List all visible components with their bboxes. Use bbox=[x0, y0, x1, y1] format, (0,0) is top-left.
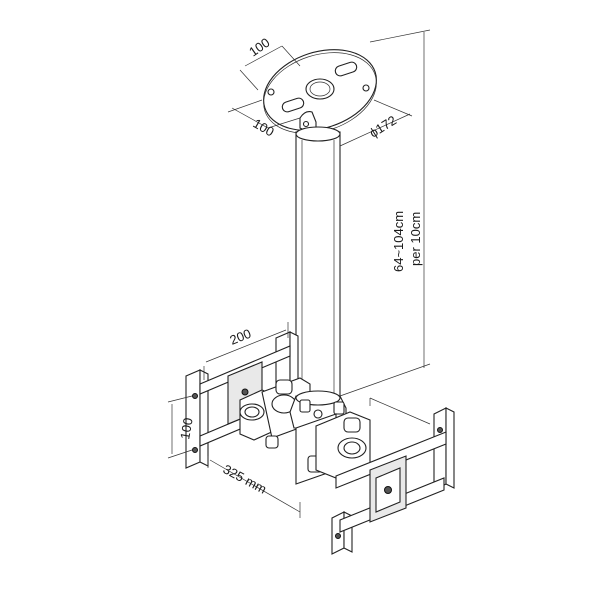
plate-slot-bottom bbox=[281, 97, 305, 113]
label-pole-length: 64~104cm bbox=[391, 211, 406, 272]
plate-screw-hole-left bbox=[267, 88, 275, 96]
dimension-lines bbox=[167, 29, 431, 518]
label-plate-diameter: ϕ172 bbox=[367, 112, 400, 140]
extension-pole bbox=[295, 126, 341, 403]
label-bracket-height: 100 bbox=[177, 417, 196, 441]
right-tilt-head bbox=[295, 411, 371, 485]
plate-slot-top bbox=[334, 61, 358, 77]
label-pole-increment: per 10cm bbox=[408, 212, 423, 266]
label-arm-span: 325 mm bbox=[221, 461, 270, 496]
plate-screw-hole-right bbox=[362, 84, 370, 92]
label-plate-width: 100 bbox=[246, 35, 272, 60]
right-bracket bbox=[331, 407, 455, 555]
